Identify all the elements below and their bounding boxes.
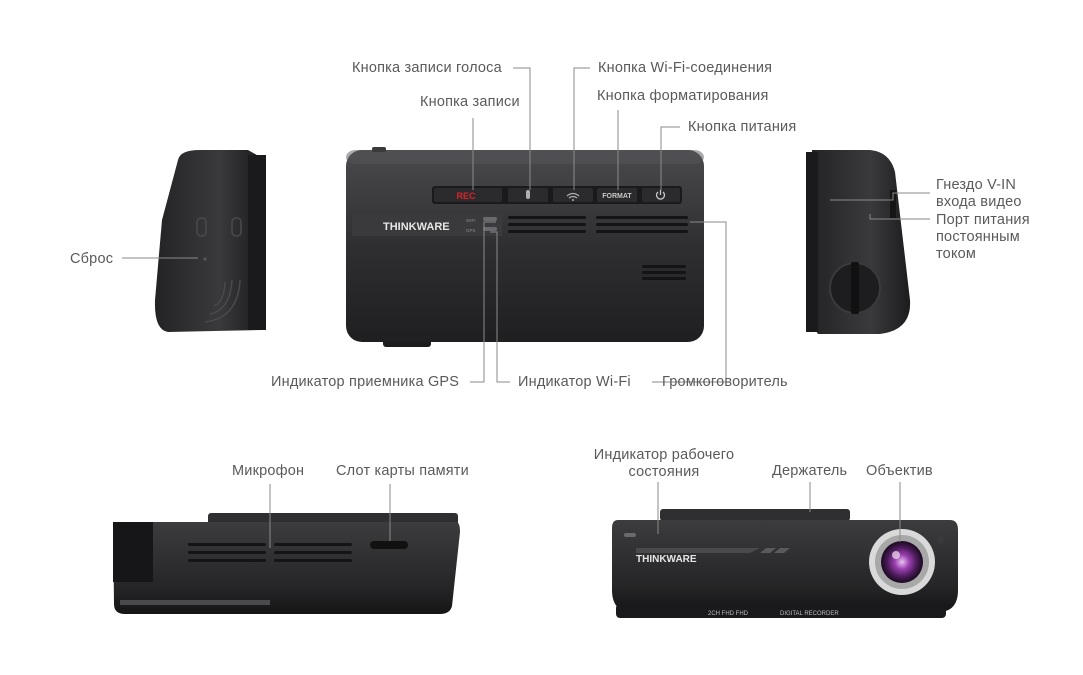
mic-icon (526, 190, 530, 199)
bottom-view (113, 513, 460, 614)
status-led (624, 533, 636, 537)
right-side-view (806, 150, 911, 334)
speaker-grille (508, 216, 688, 280)
label-record-button: Кнопка записи (420, 94, 520, 110)
label-wifi-indicator: Индикатор Wi-Fi (518, 374, 631, 390)
wifi-led-label: WIFI (466, 218, 476, 223)
main-device-top-view: REC FORMAT THINKWARE WIFI GPS (346, 147, 704, 347)
label-status-indicator: Индикатор рабочего состояния (593, 447, 735, 480)
rec-mark: REC (456, 191, 476, 201)
label-mount: Держатель (772, 463, 848, 479)
wifi-led (483, 217, 497, 221)
label-gps-indicator: Индикатор приемника GPS (271, 374, 460, 390)
memory-card-slot[interactable] (370, 541, 408, 549)
leader-lines (122, 67, 930, 548)
power-icon (655, 191, 666, 200)
wifi-connect-button[interactable] (553, 188, 593, 202)
label-format-button: Кнопка форматирования (597, 88, 769, 104)
reset-hole[interactable] (203, 257, 207, 261)
voice-record-button[interactable] (508, 188, 548, 202)
front-brand-logo: THINKWARE (636, 554, 697, 565)
label-lens: Объектив (866, 463, 933, 479)
front-view: THINKWARE 2CH FHD FHD DIGITAL RECORDER (612, 509, 958, 618)
power-button[interactable] (642, 188, 680, 202)
label-wifi-connect-button: Кнопка Wi-Fi-соединения (598, 60, 773, 76)
lens (881, 541, 923, 583)
label-dc-power-port: Порт питания постоянным током (936, 212, 1030, 262)
label-video-in-jack: Гнездо V-IN входа видео (936, 177, 1022, 210)
wifi-icon (566, 192, 580, 199)
left-side-view (154, 150, 266, 332)
label-microphone: Микрофон (232, 463, 305, 479)
label-speaker: Громкоговоритель (662, 374, 788, 390)
microphone-grille (188, 543, 352, 562)
format-button[interactable]: FORMAT (597, 188, 637, 202)
record-button[interactable]: REC (434, 188, 502, 202)
front-badge-resolution: 2CH FHD FHD (708, 611, 749, 617)
front-badge-text: DIGITAL RECORDER (780, 611, 839, 617)
brand-logo: THINKWARE (383, 221, 450, 233)
label-memory-card-slot: Слот карты памяти (336, 463, 469, 479)
label-reset: Сброс (70, 251, 114, 267)
gps-led-label: GPS (466, 228, 476, 233)
label-voice-record-button: Кнопка записи голоса (352, 60, 502, 76)
format-mark: FORMAT (602, 193, 632, 200)
gps-led (483, 227, 497, 231)
label-power-button: Кнопка питания (688, 119, 797, 135)
